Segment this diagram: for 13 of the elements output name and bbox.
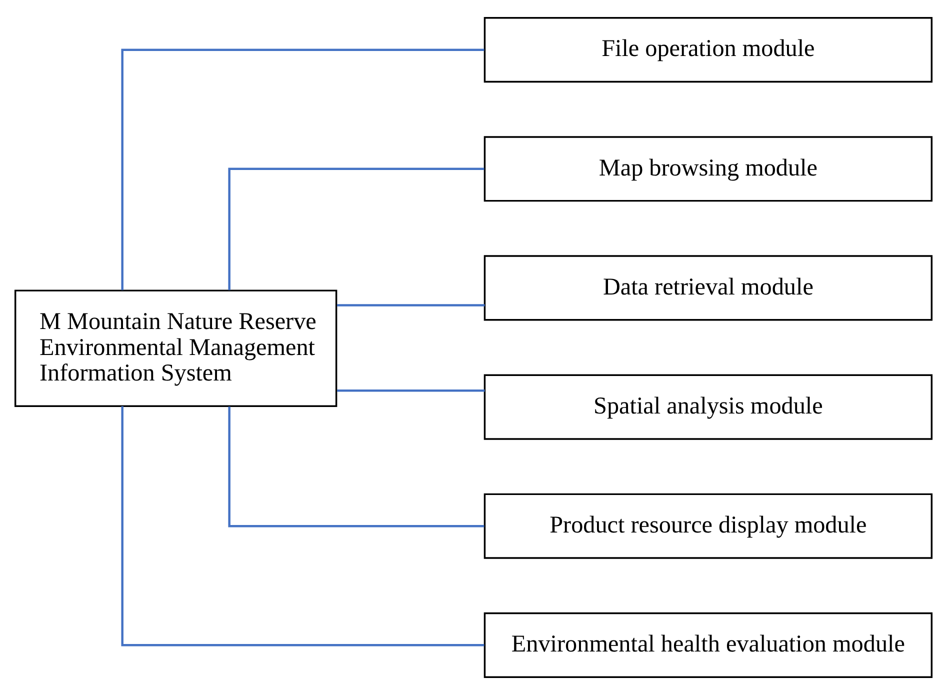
- connector: [121, 48, 484, 290]
- node-box: Environmental health evaluation module: [484, 612, 933, 678]
- connector: [228, 406, 484, 528]
- node-box: Data retrieval module: [484, 255, 933, 321]
- node-box: Map browsing module: [484, 136, 933, 202]
- connector: [228, 168, 484, 290]
- node-box: Product resource display module: [484, 493, 933, 559]
- connector: [121, 406, 484, 646]
- connector: [337, 304, 485, 306]
- node-box: File operation module: [484, 17, 933, 83]
- connector: [337, 390, 485, 392]
- node-box: M Mountain Nature Reserve Environmental Management Information System: [14, 290, 338, 408]
- node-box: Spatial analysis module: [484, 374, 933, 440]
